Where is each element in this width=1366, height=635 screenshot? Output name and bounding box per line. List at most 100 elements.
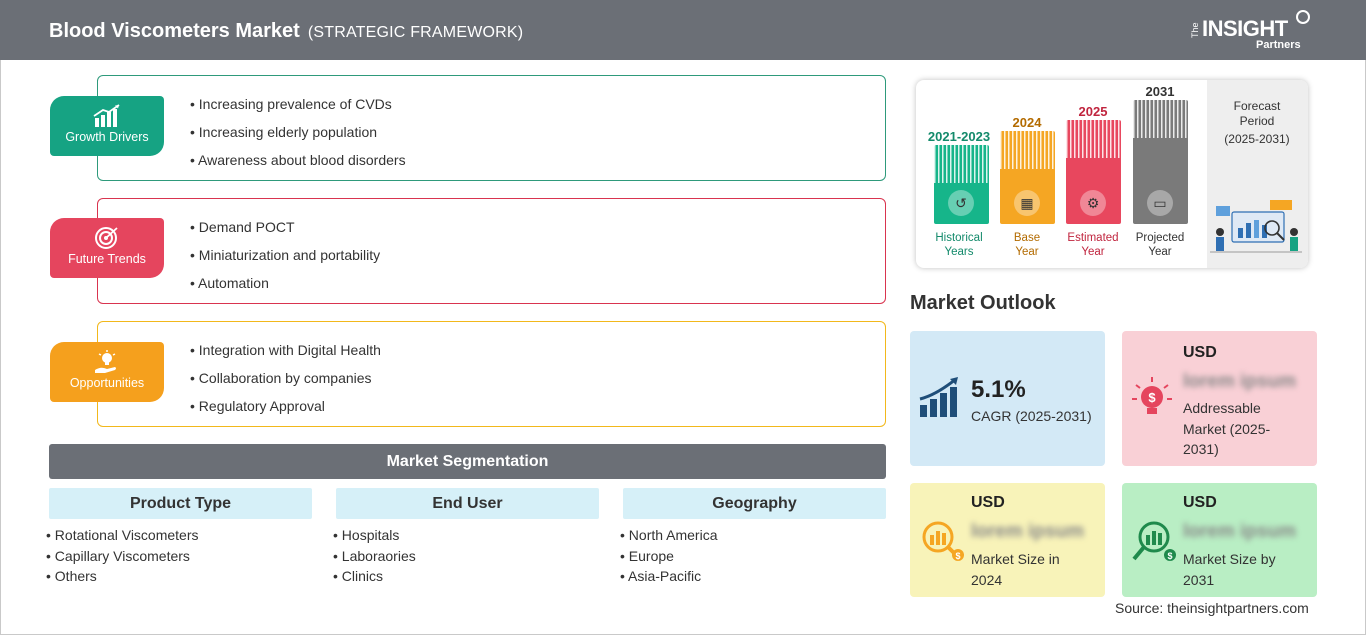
label-line: Years <box>944 246 974 258</box>
opportunities-list: Integration with Digital Health Collabor… <box>190 338 381 422</box>
desc-line: 2031) <box>1183 441 1219 457</box>
list-item: Increasing prevalence of CVDs <box>190 92 406 120</box>
lightbulb-hand-icon <box>95 350 116 373</box>
presentation-icon: ▭ <box>1147 190 1173 216</box>
year-base: 2024 <box>1012 115 1042 130</box>
segment-head: End User <box>336 488 599 519</box>
desc-line: 2031 <box>1183 571 1215 588</box>
label-line: Projected <box>1135 232 1185 244</box>
currency-label: USD <box>971 494 1005 511</box>
bar-stripes <box>1066 120 1121 158</box>
currency-label: USD <box>1183 494 1217 511</box>
tag-label: Future Trends <box>68 252 146 266</box>
list-item: Europe <box>620 546 886 567</box>
list-item: Increasing elderly population <box>190 120 406 148</box>
forecast-line: Period <box>1239 114 1275 128</box>
tag-label: Growth Drivers <box>65 130 149 144</box>
growth-bars-icon <box>919 377 958 417</box>
list-item: Automation <box>190 271 380 299</box>
label-line: Historical <box>935 232 983 244</box>
future-trends-panel: Demand POCT Miniaturization and portabil… <box>97 198 886 304</box>
list-item: Collaboration by companies <box>190 366 381 394</box>
segment-list: North America Europe Asia-Pacific <box>620 525 886 587</box>
bar-projected: ▭ <box>1133 100 1188 224</box>
history-icon: ↺ <box>948 190 974 216</box>
segment-product-type: Product Type Rotational Viscometers Capi… <box>49 488 312 587</box>
future-trends-tag: Future Trends <box>50 218 164 278</box>
list-item: Regulatory Approval <box>190 394 381 422</box>
magnifier-chart-icon: $ <box>922 521 964 561</box>
list-item: Rotational Viscometers <box>46 525 312 546</box>
svg-text:$: $ <box>1148 390 1156 405</box>
label-estimated: Estimated Year <box>1055 231 1131 259</box>
target-icon <box>95 227 118 249</box>
page-title: Blood Viscometers Market (STRATEGIC FRAME… <box>49 20 523 43</box>
source-text: Source: theinsightpartners.com <box>1115 600 1309 616</box>
blurred-value: lorem ipsum <box>971 521 1084 542</box>
forecast-line: Forecast <box>1233 99 1281 113</box>
growth-drivers-list: Increasing prevalence of CVDs Increasing… <box>190 92 406 176</box>
desc-line: Market Size by <box>1183 551 1276 567</box>
forecast-range: (2025-2031) <box>1224 132 1290 146</box>
bar-stripes <box>1000 131 1055 169</box>
year-historical: 2021-2023 <box>927 129 991 144</box>
svg-text:$: $ <box>1167 551 1172 561</box>
svg-text:$: $ <box>955 551 960 561</box>
bar-stripes <box>934 145 989 183</box>
magnifier-chart-icon: $ <box>1132 521 1176 561</box>
label-line: Year <box>1148 246 1172 258</box>
segment-list: Hospitals Laboraories Clinics <box>333 525 599 587</box>
forecast-title: Forecast Period <box>1212 99 1302 129</box>
opportunities-panel: Integration with Digital Health Collabor… <box>97 321 886 427</box>
opportunities-tag: Opportunities <box>50 342 164 402</box>
list-item: Clinics <box>333 566 599 587</box>
title-subtitle: (STRATEGIC FRAMEWORK) <box>307 24 524 41</box>
lightbulb-dollar-icon: $ <box>1132 377 1172 414</box>
title-text: Blood Viscometers Market <box>49 20 300 42</box>
blurred-value: lorem ipsum <box>1183 371 1296 392</box>
bar-estimated: ⚙ <box>1066 120 1121 224</box>
segment-geography: Geography North America Europe Asia-Paci… <box>623 488 886 587</box>
bar-base: ▦ <box>1000 131 1055 224</box>
calendar-icon: ▦ <box>1014 190 1040 216</box>
blurred-value: lorem ipsum <box>1183 521 1296 542</box>
market-size-2031-card: $ USD lorem ipsum Market Size by 2031 <box>1122 483 1317 597</box>
list-item: Miniaturization and portability <box>190 243 380 271</box>
analytics-illustration-icon <box>1210 200 1302 253</box>
segment-list: Rotational Viscometers Capillary Viscome… <box>46 525 312 587</box>
list-item: Capillary Viscometers <box>46 546 312 567</box>
logo-partners: Partners <box>1256 39 1301 51</box>
list-item: Awareness about blood disorders <box>190 148 406 176</box>
list-item: Laboraories <box>333 546 599 567</box>
growth-drivers-panel: Increasing prevalence of CVDs Increasing… <box>97 75 886 181</box>
list-item: North America <box>620 525 886 546</box>
card-description: Addressable Market (2025- 2031) <box>1183 398 1270 460</box>
logo-ring-icon <box>1296 10 1310 24</box>
label-base: Base Year <box>989 231 1065 259</box>
card-description: Market Size by 2031 <box>1183 549 1276 590</box>
list-item: Hospitals <box>333 525 599 546</box>
segment-end-user: End User Hospitals Laboraories Clinics <box>336 488 599 587</box>
segmentation-title: Market Segmentation <box>49 444 886 479</box>
card-description: Market Size in 2024 <box>971 549 1060 590</box>
market-outlook-title: Market Outlook <box>910 292 1056 314</box>
gears-icon: ⚙ <box>1080 190 1106 216</box>
label-line: Base <box>1013 232 1041 244</box>
growth-chart-icon <box>93 104 120 127</box>
tag-label: Opportunities <box>69 376 145 390</box>
cagr-label: CAGR (2025-2031) <box>971 408 1092 424</box>
bar-historical: ↺ <box>934 145 989 224</box>
year-estimated: 2025 <box>1078 104 1108 119</box>
desc-line: Market Size in <box>971 551 1060 567</box>
label-line: Estimated <box>1067 232 1119 244</box>
logo-insight: INSIGHT <box>1202 16 1288 41</box>
future-trends-list: Demand POCT Miniaturization and portabil… <box>190 215 380 299</box>
currency-label: USD <box>1183 344 1217 361</box>
addressable-market-card: $ USD lorem ipsum Addressable Market (20… <box>1122 331 1317 466</box>
logo-the: The <box>1190 22 1200 38</box>
label-line: Year <box>1081 246 1105 258</box>
label-projected: Projected Year <box>1122 231 1198 259</box>
label-line: Year <box>1015 246 1039 258</box>
list-item: Others <box>46 566 312 587</box>
desc-line: 2024 <box>971 571 1003 588</box>
